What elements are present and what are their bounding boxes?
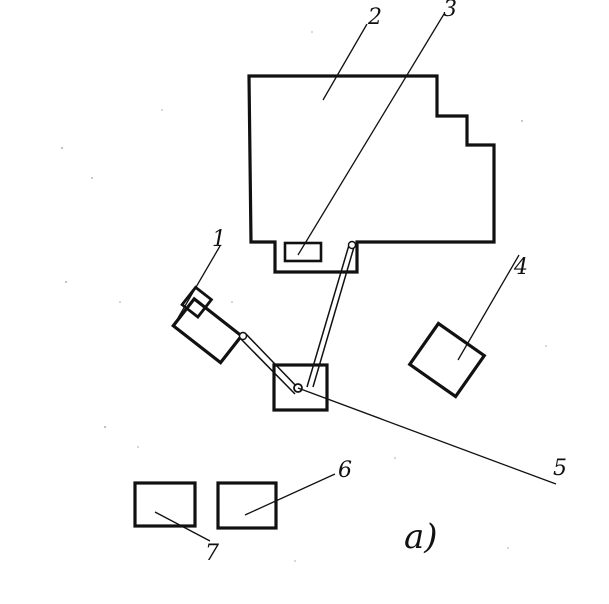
tilted-block-4 (407, 321, 487, 399)
leader-6 (244, 473, 336, 516)
label-3: 3 (443, 0, 457, 22)
label-2: 2 (367, 5, 382, 30)
tilted-block-1 (171, 285, 244, 365)
leader-3 (297, 13, 445, 256)
scan-noise (61, 31, 547, 562)
label-5: 5 (553, 456, 567, 481)
label-6: 6 (338, 458, 352, 483)
figure-caption: a) (404, 517, 438, 557)
large-stepped-structure (247, 74, 496, 274)
label-4: 4 (513, 255, 528, 280)
lower-block-6 (216, 481, 278, 530)
leader-lines (154, 13, 557, 542)
leader-5 (297, 387, 557, 485)
central-square-box (272, 363, 329, 412)
leader-7 (154, 511, 211, 542)
leader-1 (177, 245, 221, 319)
leader-4 (457, 254, 520, 361)
small-inner-rectangle (283, 241, 323, 263)
connector-from-block-1 (238, 331, 301, 395)
lower-block-7 (133, 481, 197, 528)
label-1: 1 (212, 227, 226, 252)
leader-2 (322, 23, 368, 101)
label-7: 7 (205, 541, 219, 566)
